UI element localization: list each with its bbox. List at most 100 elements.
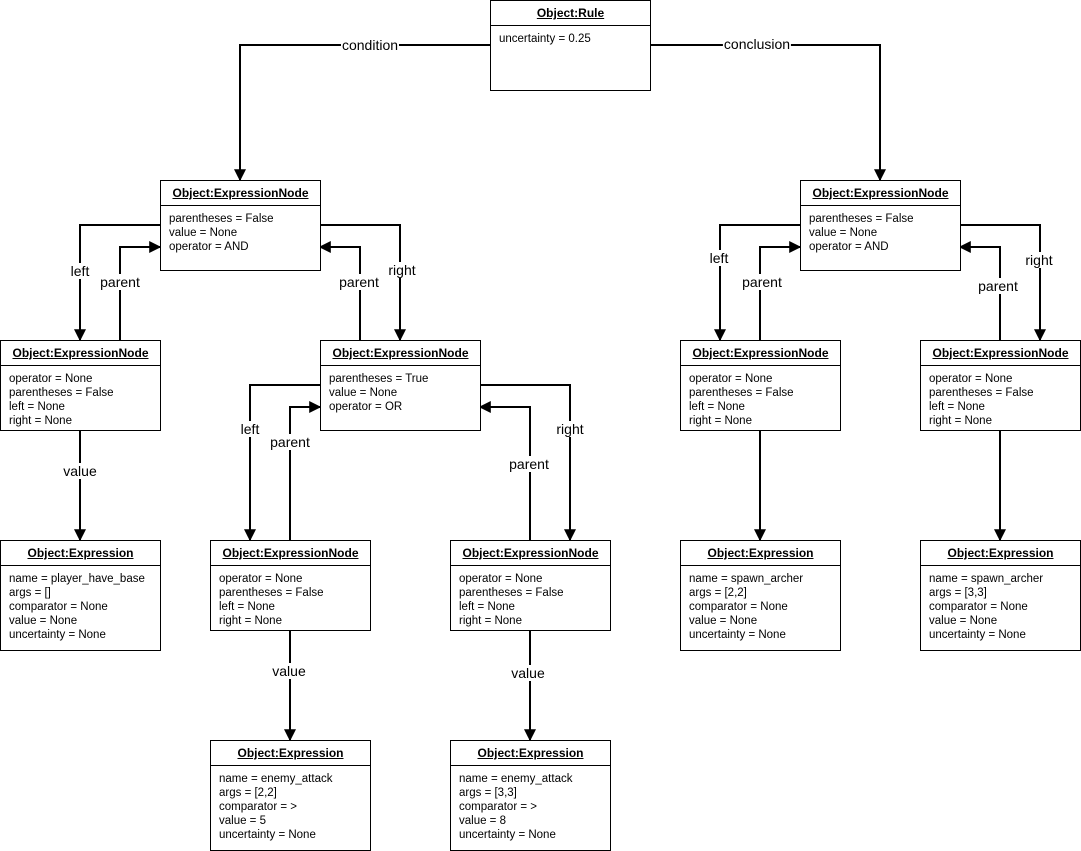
edge-condition [234,44,490,182]
object-attribute: parentheses = False [169,213,274,225]
object-attribute: comparator = None [689,601,788,613]
object-title: Object:ExpressionNode [321,341,480,366]
object-attribute: value = None [809,227,878,239]
object-title: Object:Expression [211,741,370,766]
object-attribute: name = spawn_archer [929,573,1044,585]
expression-node-leaf-conclusion-left: Object:ExpressionNode operator = None pa… [680,340,841,431]
object-attribute: operator = None [929,373,1013,385]
object-attributes: uncertainty = 0.25 [491,26,650,46]
object-title: Object:ExpressionNode [801,181,960,206]
object-attribute: comparator = None [9,601,108,613]
object-attribute: operator = OR [329,401,403,413]
object-attributes: operator = None parentheses = False left… [921,366,1080,428]
object-attribute: args = [2,2] [219,787,277,799]
edge-label-value: value [62,463,98,479]
expression-node-leaf-enemy-2: Object:ExpressionNode operator = None pa… [450,540,611,631]
object-attribute: value = None [689,615,758,627]
object-attribute: right = None [929,415,992,427]
object-attributes: name = player_have_base args = [] compar… [1,566,160,642]
object-attributes: parentheses = False value = None operato… [801,206,960,254]
object-title: Object:Rule [491,1,650,26]
object-attribute: left = None [9,401,65,413]
edge-label-right: right [1024,252,1054,268]
object-attributes: operator = None parentheses = False left… [211,566,370,628]
expression-object-spawn-2: Object:Expression name = spawn_archer ar… [920,540,1081,651]
object-title: Object:Expression [921,541,1080,566]
edge-left-and-left [74,224,160,342]
object-attribute: comparator = > [219,801,297,813]
object-attribute: value = 5 [219,815,266,827]
expression-node-leaf-conclusion-right: Object:ExpressionNode operator = None pa… [920,340,1081,431]
edge-label-right: right [387,262,417,278]
object-attribute: value = None [929,615,998,627]
object-attribute: value = None [329,387,398,399]
object-attribute: uncertainty = None [459,829,556,841]
object-title: Object:Expression [681,541,840,566]
object-attributes: operator = None parentheses = False left… [1,366,160,428]
object-attribute: args = [3,3] [459,787,517,799]
object-attribute: parentheses = False [689,387,794,399]
edge-label-parent: parent [338,274,380,290]
object-attributes: name = spawn_archer args = [3,3] compara… [921,566,1080,642]
edge-label-right: right [555,421,585,437]
object-attribute: right = None [9,415,72,427]
object-title: Object:ExpressionNode [451,541,610,566]
object-attributes: operator = None parentheses = False left… [451,566,610,628]
object-attribute: operator = AND [169,241,249,253]
expression-object-spawn-1: Object:Expression name = spawn_archer ar… [680,540,841,651]
object-attribute: value = 8 [459,815,506,827]
expression-node-and-right: Object:ExpressionNode parentheses = Fals… [800,180,961,271]
object-attribute: args = [3,3] [929,587,987,599]
edge-right-and-parent-2 [958,241,1001,340]
object-attribute: right = None [219,615,282,627]
expression-object-enemy-2: Object:Expression name = enemy_attack ar… [450,740,611,851]
edge-label-value: value [271,663,307,679]
object-attribute: name = enemy_attack [219,773,333,785]
edge-right-and-parent-1 [759,241,802,340]
object-attribute: name = spawn_archer [689,573,804,585]
object-attribute: parentheses = False [9,387,114,399]
object-title: Object:Expression [451,741,610,766]
edge-or-left [244,384,320,542]
edge-label-left: left [69,263,91,279]
edge-label-condition: condition [340,37,400,53]
edge-label-parent: parent [977,278,1019,294]
object-title: Object:ExpressionNode [681,341,840,366]
object-attribute: operator = None [689,373,773,385]
object-attribute: parentheses = False [809,213,914,225]
object-attributes: name = enemy_attack args = [3,3] compara… [451,766,610,842]
rule-object: Object:Rule uncertainty = 0.25 [490,0,651,91]
object-attributes: parentheses = True value = None operator… [321,366,480,414]
edge-label-left: left [708,250,730,266]
object-attribute: value = None [9,615,78,627]
object-attribute: left = None [929,401,985,413]
object-attribute: right = None [689,415,752,427]
edge-left-and-parent-1 [119,241,162,340]
object-attribute: comparator = None [929,601,1028,613]
object-attribute: left = None [219,601,275,613]
edge-or-parent-2 [478,401,531,540]
edge-or-right [480,384,576,542]
expression-object-player: Object:Expression name = player_have_bas… [0,540,161,651]
edge-conclusion [650,44,886,182]
edge-right-and-left [714,224,800,342]
object-attributes: name = spawn_archer args = [2,2] compara… [681,566,840,642]
expression-node-and-left: Object:ExpressionNode parentheses = Fals… [160,180,321,271]
object-attribute: left = None [459,601,515,613]
expression-node-or: Object:ExpressionNode parentheses = True… [320,340,481,431]
object-attribute: left = None [689,401,745,413]
edge-label-value: value [510,665,546,681]
edge-right-and-right [960,224,1046,342]
object-title: Object:Expression [1,541,160,566]
edge-label-parent: parent [508,456,550,472]
object-attributes: parentheses = False value = None operato… [161,206,320,254]
edge-label-conclusion: conclusion [722,36,792,52]
object-attribute: name = enemy_attack [459,773,573,785]
object-title: Object:ExpressionNode [1,341,160,366]
object-attribute: uncertainty = None [689,629,786,641]
object-attribute: value = None [169,227,238,239]
expression-object-enemy-1: Object:Expression name = enemy_attack ar… [210,740,371,851]
object-attributes: name = enemy_attack args = [2,2] compara… [211,766,370,842]
expression-node-leaf-player: Object:ExpressionNode operator = None pa… [0,340,161,431]
expression-node-leaf-enemy-1: Object:ExpressionNode operator = None pa… [210,540,371,631]
